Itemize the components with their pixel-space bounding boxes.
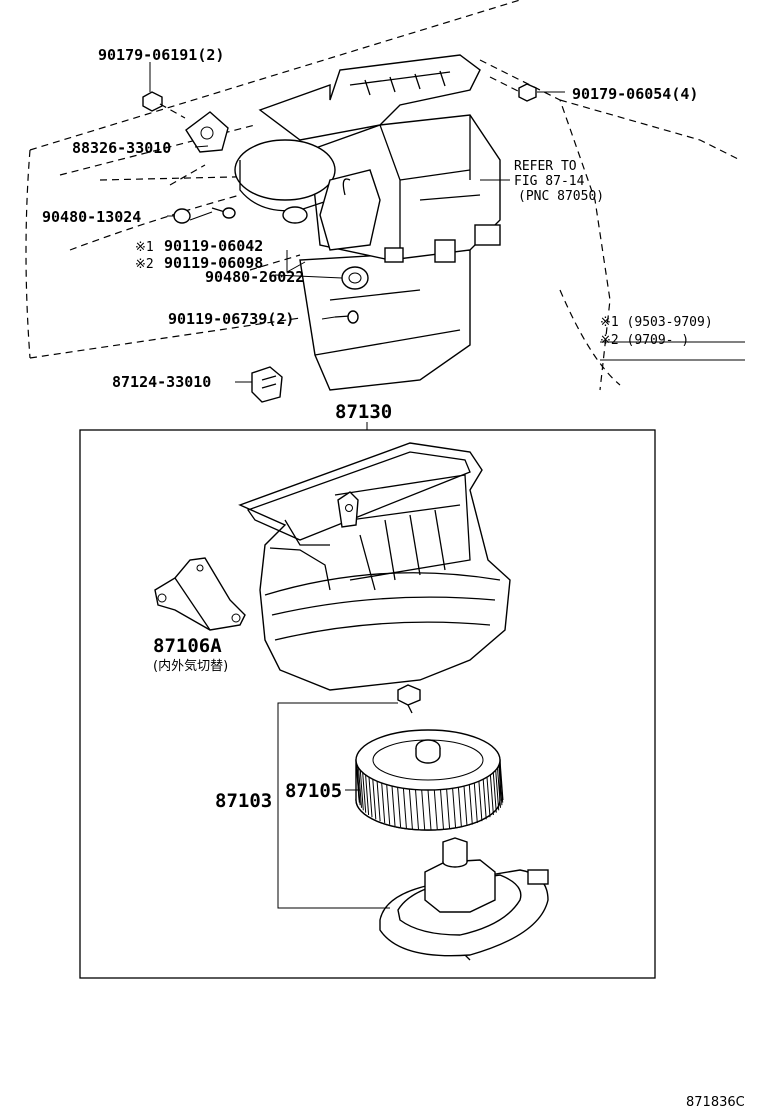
label-88326-33010: 88326-33010 [72, 139, 171, 157]
label-87106A: 87106A [153, 635, 222, 657]
bracket-87103 [277, 702, 398, 909]
label-90179-06191: 90179-06191(2) [98, 46, 224, 64]
upper-leader-lines [149, 62, 745, 383]
label-refer-2: FIG 87-14 [514, 174, 585, 189]
label-note2: ※2 (9709- ) [600, 333, 689, 348]
blower-case [238, 442, 511, 691]
fan-wheel-87105 [355, 729, 504, 831]
label-refer-3: (PNC 87050) [518, 189, 604, 204]
part-labels: 90179-06191(2) 90179-06054(4) 88326-3301… [42, 46, 745, 1110]
label-90119-06098: 90119-06098 [164, 254, 263, 272]
label-mark1: ※1 [135, 240, 154, 255]
label-87103: 87103 [215, 790, 272, 812]
damper-servo-87106A [154, 557, 246, 631]
label-note1: ※1 (9503-9709) [600, 315, 713, 330]
motor-87103 [379, 837, 549, 961]
label-90119-06042: 90119-06042 [164, 237, 263, 255]
upper-fasteners [142, 83, 537, 403]
dashboard-outline [25, 0, 741, 391]
label-90480-26022: 90480-26022 [205, 268, 304, 286]
label-drawing-id: 871836C [686, 1095, 745, 1110]
label-mark2: ※2 [135, 257, 154, 272]
label-87130: 87130 [335, 401, 392, 423]
label-87124-33010: 87124-33010 [112, 373, 211, 391]
upper-blower-assembly [234, 54, 501, 391]
label-90179-06054: 90179-06054(4) [572, 85, 698, 103]
label-90119-06739: 90119-06739(2) [168, 310, 294, 328]
label-90480-13024: 90480-13024 [42, 208, 141, 226]
label-refer-1: REFER TO [514, 159, 577, 174]
label-87105: 87105 [285, 780, 342, 802]
label-87106A-sub: (内外気切替) [153, 658, 228, 674]
